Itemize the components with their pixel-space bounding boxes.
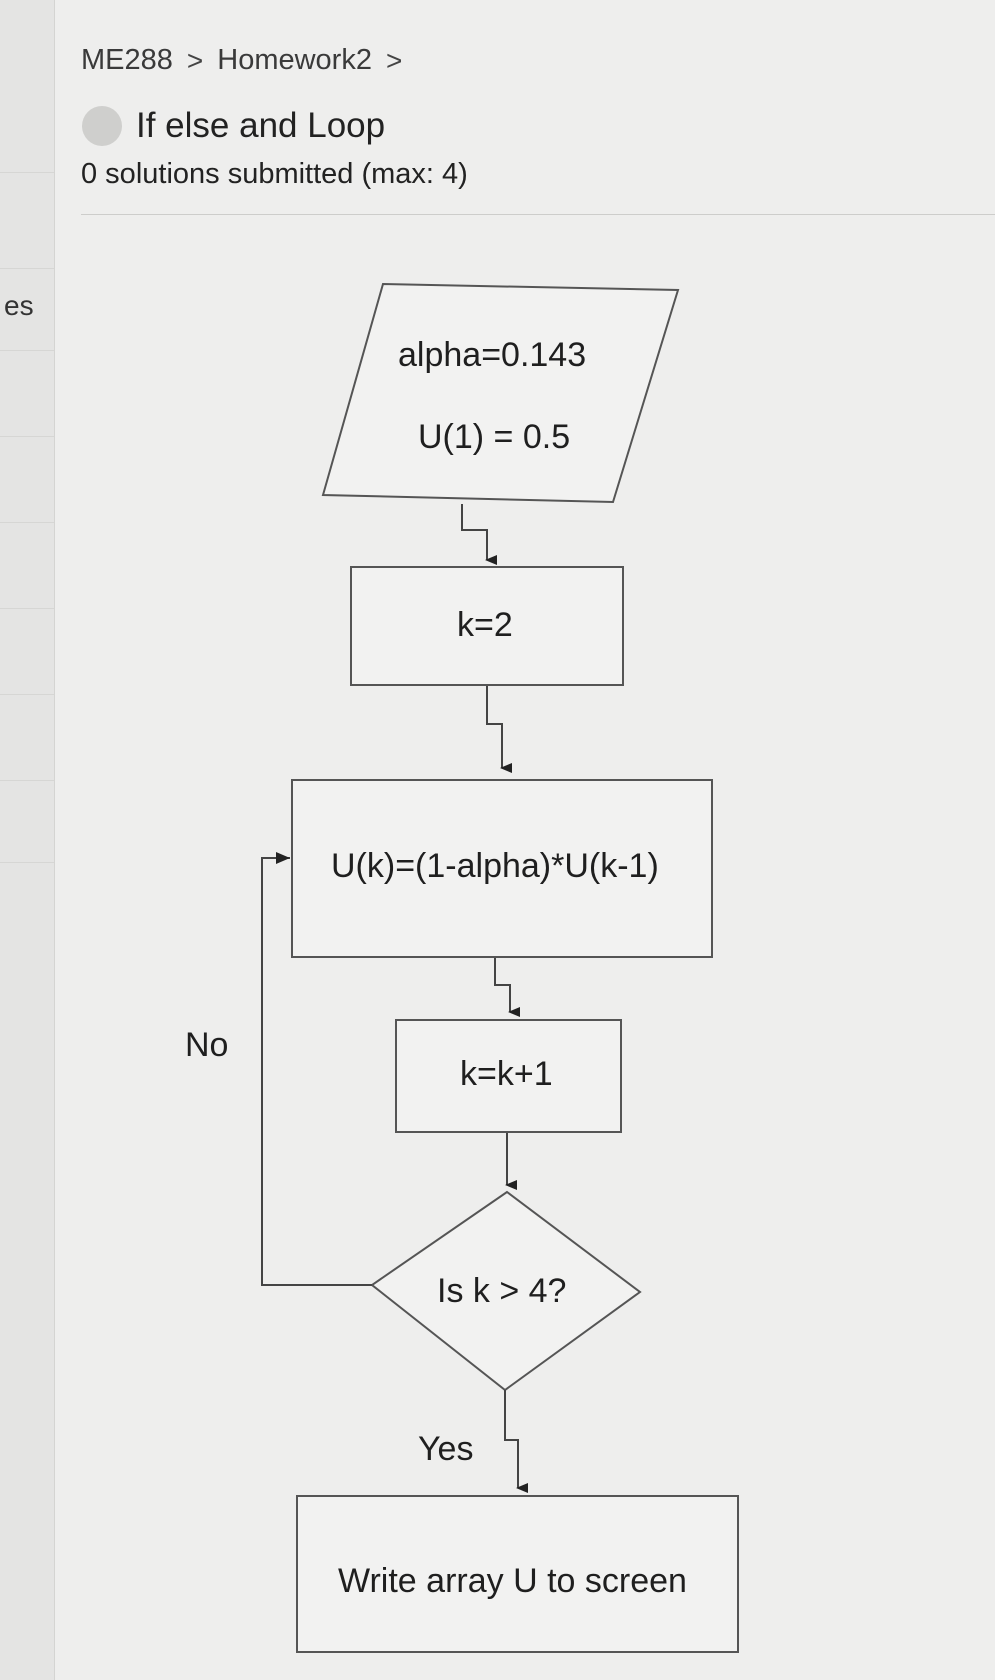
loop-back-arrow bbox=[261, 852, 372, 1286]
output-box: Write array U to screen bbox=[296, 1495, 739, 1653]
status-circle-icon bbox=[82, 106, 122, 146]
left-sidebar: es bbox=[0, 0, 55, 1680]
flow-arrow bbox=[494, 958, 520, 1017]
breadcrumb-course-link[interactable]: ME288 bbox=[81, 44, 173, 76]
page-title: If else and Loop bbox=[136, 106, 386, 145]
sidebar-divider bbox=[0, 522, 54, 523]
flow-arrow bbox=[461, 504, 497, 565]
chevron-right-icon: > bbox=[186, 44, 204, 76]
flow-arrow bbox=[504, 1390, 528, 1493]
sidebar-divider bbox=[0, 436, 54, 437]
output-text: Write array U to screen bbox=[338, 1562, 687, 1600]
flow-arrow bbox=[486, 686, 512, 773]
sidebar-divider bbox=[0, 862, 54, 863]
alpha-assignment-text: alpha=0.143 bbox=[398, 336, 586, 374]
update-u-text: U(k)=(1-alpha)*U(k-1) bbox=[331, 847, 659, 885]
sidebar-divider bbox=[0, 694, 54, 695]
submission-count: 0 solutions submitted (max: 4) bbox=[81, 158, 468, 190]
init-k-text: k=2 bbox=[457, 606, 513, 644]
divider bbox=[81, 214, 995, 215]
sidebar-item-label[interactable]: es bbox=[4, 290, 34, 321]
problem-header: If else and Loop bbox=[82, 106, 385, 146]
decision-text: Is k > 4? bbox=[437, 1272, 566, 1310]
increment-k-box: k=k+1 bbox=[395, 1019, 622, 1133]
chevron-right-icon: > bbox=[385, 44, 403, 76]
no-branch-label: No bbox=[185, 1026, 228, 1064]
sidebar-divider bbox=[0, 268, 54, 269]
sidebar-divider bbox=[0, 780, 54, 781]
input-parallelogram: alpha=0.143 U(1) = 0.5 bbox=[321, 282, 680, 504]
sidebar-divider bbox=[0, 350, 54, 351]
breadcrumb-homework-link[interactable]: Homework2 bbox=[217, 44, 372, 76]
sidebar-divider bbox=[0, 608, 54, 609]
increment-k-text: k=k+1 bbox=[460, 1055, 553, 1093]
breadcrumb: ME288 > Homework2 > bbox=[81, 44, 402, 77]
u1-assignment-text: U(1) = 0.5 bbox=[418, 418, 570, 456]
decision-diamond: Is k > 4? bbox=[370, 1190, 642, 1392]
sidebar-divider bbox=[0, 172, 54, 173]
update-u-box: U(k)=(1-alpha)*U(k-1) bbox=[291, 779, 713, 958]
yes-branch-label: Yes bbox=[418, 1430, 473, 1468]
init-k-box: k=2 bbox=[350, 566, 624, 686]
